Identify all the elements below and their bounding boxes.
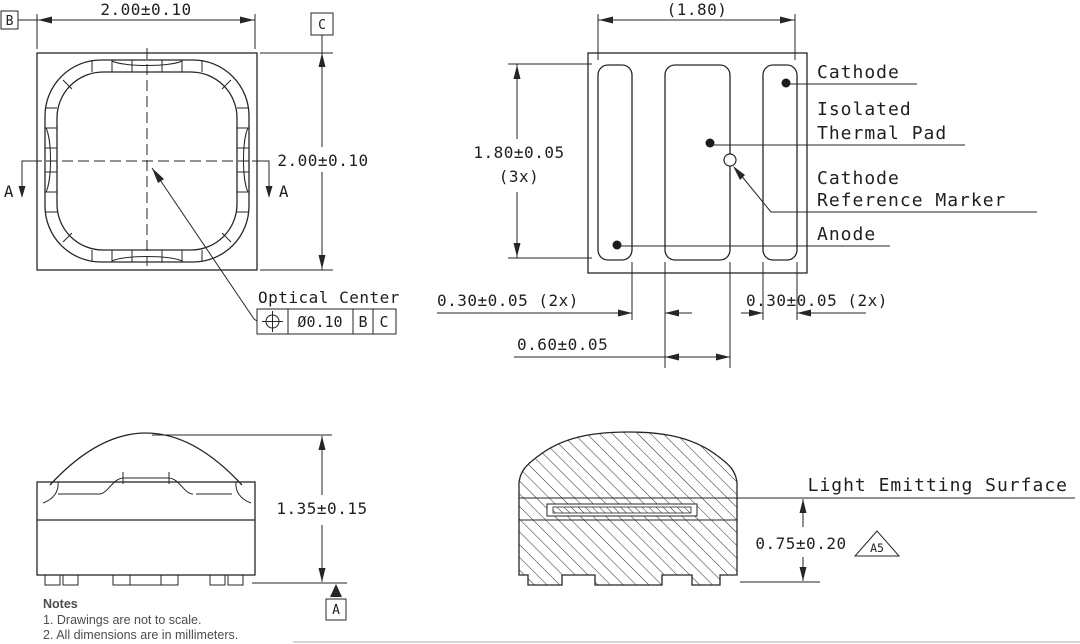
thermal-pad-label-line1: Isolated: [817, 99, 912, 120]
anode-label: Anode: [817, 224, 876, 245]
position-tolerance-icon: [262, 311, 283, 332]
dim-surface-height: 0.75±0.20 A5: [740, 499, 901, 583]
fcf-tolerance: Ø0.10: [297, 313, 342, 331]
note-item-2: 2. All dimensions are in millimeters.: [43, 628, 238, 642]
dim-height-value: 2.00±0.10: [277, 151, 368, 170]
dim-surface-height-value: 0.75±0.20: [755, 534, 846, 553]
dim-overall-width: 2.00±0.10 B: [0, 0, 256, 49]
light-emitting-surface-label: Light Emitting Surface: [808, 475, 1068, 496]
dim-package-height: 1.35±0.15: [152, 434, 367, 584]
datum-b-flag: [0, 10, 19, 30]
section-marker-left: A: [4, 160, 42, 201]
section-a-label-left: A: [4, 182, 14, 201]
dim-width-value: 2.00±0.10: [100, 0, 191, 19]
dim-center-pad-value: 0.60±0.05: [517, 335, 608, 354]
dim-pad-span: (1.80): [597, 0, 796, 60]
datum-c-label: C: [318, 18, 326, 33]
dim-gap-left: 0.30±0.05 (2x): [437, 291, 692, 317]
dim-package-height-value: 1.35±0.15: [276, 499, 367, 518]
lens-dome-profile: [49, 432, 243, 486]
dim-gap-left-value: 0.30±0.05 (2x): [437, 291, 579, 310]
cathode-pad: [762, 64, 798, 261]
feature-control-frame: Ø0.10 B C: [256, 308, 397, 335]
optical-center-callout: Optical Center Ø0.10 B C: [151, 167, 400, 335]
cathode-leader-dot: [781, 78, 791, 88]
notes-block: Notes 1. Drawings are not to scale. 2. A…: [43, 597, 238, 642]
revision-flag-label: A5: [870, 541, 884, 555]
reference-marker-label-line1: Cathode: [817, 168, 900, 189]
note-item-1: 1. Drawings are not to scale.: [43, 613, 201, 627]
side-view: 1.35±0.15 A: [36, 432, 367, 621]
dim-gap-right-value: 0.30±0.05 (2x): [746, 291, 888, 310]
cathode-reference-marker-notch: [723, 153, 737, 167]
surface-label-group: Light Emitting Surface: [737, 475, 1075, 499]
dim-pad-height: 1.80±0.05 (3x): [473, 63, 592, 259]
flange-ear-left: [42, 481, 59, 504]
dim-pad-height-qty: (3x): [499, 167, 540, 186]
fcf-datum-2: C: [379, 313, 388, 331]
body-outline: [36, 481, 256, 576]
cross-section-view: Light Emitting Surface 0.75±0.20 A5: [518, 431, 1075, 586]
optical-center-label: Optical Center: [258, 288, 400, 307]
reference-marker-label-group: Cathode Reference Marker: [733, 166, 1037, 213]
notes-title: Notes: [43, 597, 78, 611]
bottom-terminals: [44, 574, 244, 586]
inner-lens-profile: [98, 477, 194, 495]
reference-marker-label-line2: Reference Marker: [817, 190, 1006, 211]
fcf-datum-1: B: [358, 313, 367, 331]
thermal-pad-label-group: Isolated Thermal Pad: [713, 99, 965, 146]
revision-flag-triangle: A5: [853, 530, 901, 557]
datum-b-label: B: [6, 14, 14, 29]
thermal-pad: [664, 64, 731, 261]
led-chip-stack: [546, 503, 698, 517]
dim-center-pad: 0.60±0.05: [514, 335, 730, 361]
pad-view: Cathode Isolated Thermal Pad Cathode Ref…: [437, 0, 1037, 368]
thermal-leader-dot: [705, 138, 715, 148]
section-marker-right: A: [252, 160, 289, 201]
top-view: 2.00±0.10 B 2.00±0.10 C A A: [0, 0, 400, 335]
dim-overall-height: 2.00±0.10 C: [260, 12, 368, 271]
thermal-pad-label-line2: Thermal Pad: [817, 123, 947, 144]
pad-extension-lines: [631, 262, 798, 368]
dim-gap-right: 0.30±0.05 (2x): [741, 291, 888, 317]
datum-c-flag: [310, 12, 334, 36]
datum-a-flag: A: [325, 584, 347, 621]
flange-ear-right: [235, 481, 252, 504]
anode-pad: [597, 64, 633, 261]
dim-pad-height-value: 1.80±0.05: [473, 143, 564, 162]
datum-a-label: A: [332, 603, 340, 618]
package-outline: [587, 52, 808, 274]
cathode-label: Cathode: [817, 62, 900, 83]
cathode-label-group: Cathode: [789, 62, 917, 85]
anode-leader-dot: [612, 240, 622, 250]
anode-label-group: Anode: [620, 224, 890, 247]
section-a-label-right: A: [279, 182, 289, 201]
dim-pad-span-value: (1.80): [667, 0, 728, 19]
